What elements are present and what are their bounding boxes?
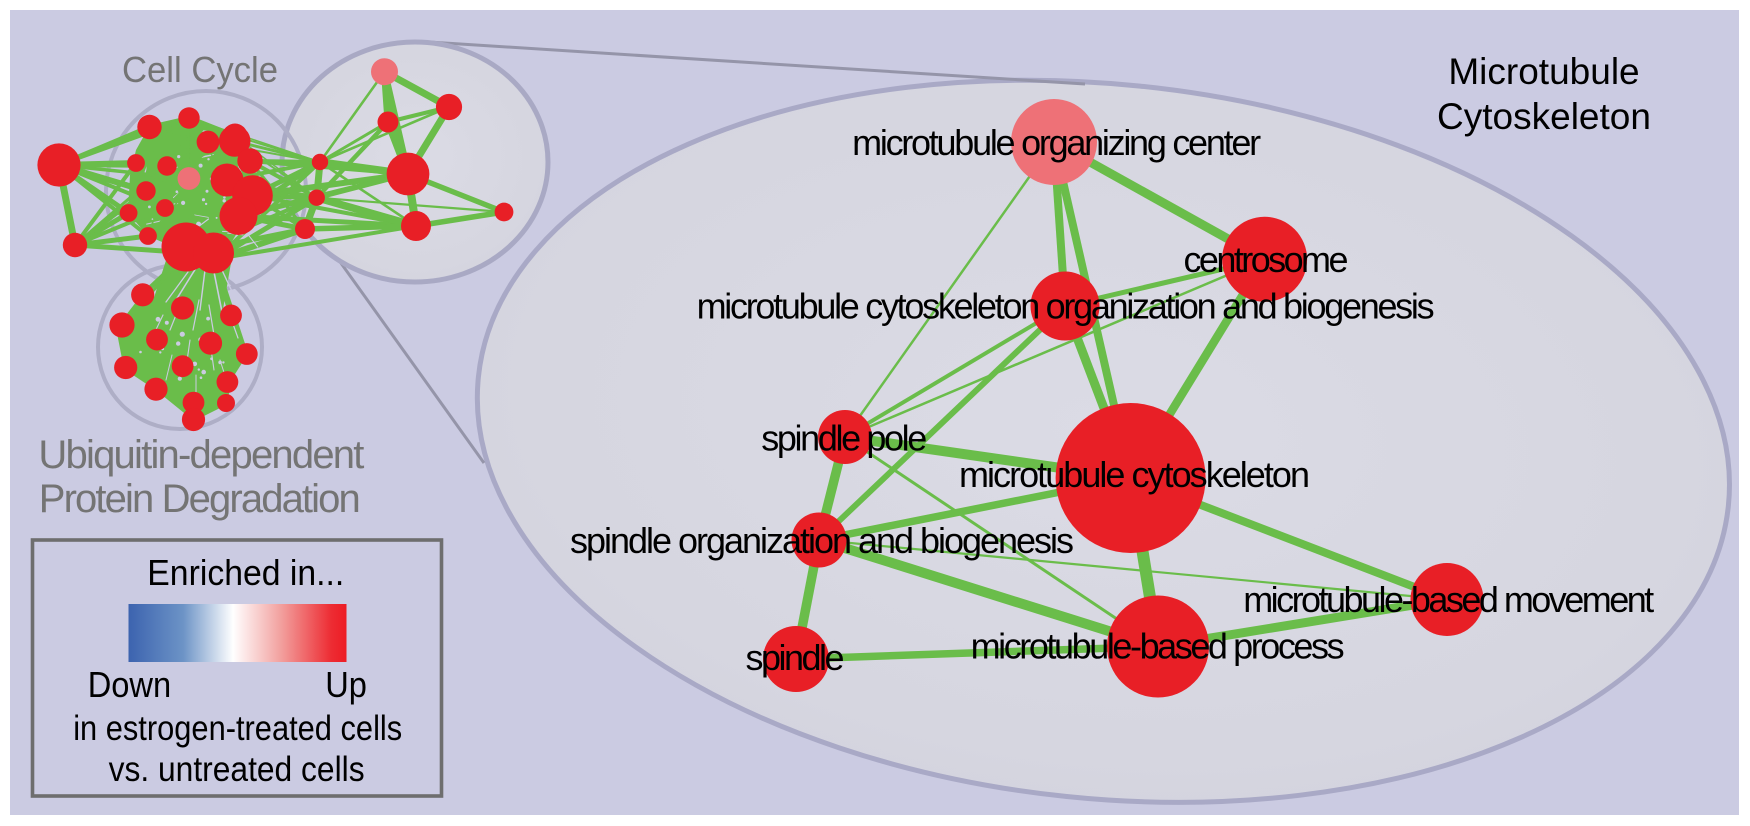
svg-text:Down: Down <box>88 664 172 705</box>
svg-text:Protein Degradation: Protein Degradation <box>39 477 361 521</box>
svg-text:microtubule cytoskeleton organ: microtubule cytoskeleton organization an… <box>697 286 1435 327</box>
svg-text:spindle organization and bioge: spindle organization and biogenesis <box>570 520 1074 561</box>
svg-text:microtubule organizing center: microtubule organizing center <box>852 122 1261 163</box>
svg-text:vs. untreated cells: vs. untreated cells <box>109 750 365 789</box>
svg-text:spindle: spindle <box>746 637 845 678</box>
svg-text:Ubiquitin-dependent: Ubiquitin-dependent <box>38 433 364 477</box>
svg-text:microtubule-based process: microtubule-based process <box>971 625 1345 666</box>
svg-text:Microtubule: Microtubule <box>1448 51 1639 92</box>
svg-text:centrosome: centrosome <box>1184 239 1349 280</box>
svg-text:Enriched in...: Enriched in... <box>147 552 344 593</box>
svg-text:microtubule cytoskeleton: microtubule cytoskeleton <box>959 454 1310 495</box>
svg-text:Up: Up <box>325 664 367 705</box>
svg-text:Cytoskeleton: Cytoskeleton <box>1437 96 1651 137</box>
svg-text:spindle pole: spindle pole <box>761 417 927 458</box>
svg-text:Cell Cycle: Cell Cycle <box>122 49 278 90</box>
svg-text:in estrogen-treated cells: in estrogen-treated cells <box>73 709 402 748</box>
svg-text:microtubule-based movement: microtubule-based movement <box>1243 579 1654 620</box>
